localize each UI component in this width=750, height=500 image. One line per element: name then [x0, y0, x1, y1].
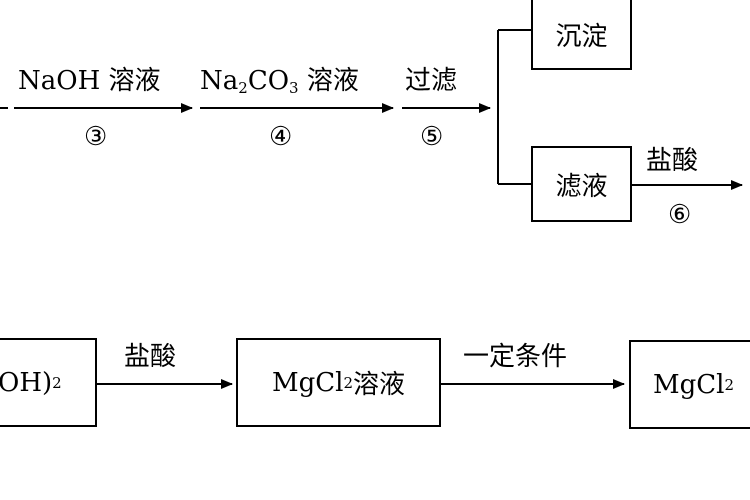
step3-circle: ③ — [84, 122, 108, 152]
step5-label: 过滤 — [405, 66, 458, 96]
step5-circle: ⑤ — [420, 122, 444, 152]
step6-reagent: 盐酸 — [646, 146, 699, 176]
step3-reagent: NaOH 溶液 — [18, 66, 161, 96]
step4-circle: ④ — [269, 122, 293, 152]
filtrate-box: 滤液 — [531, 146, 632, 222]
step4-reagent: Na2CO3 溶液 — [200, 66, 359, 97]
bottom-arrow1-label: 盐酸 — [124, 342, 177, 372]
bottom-arrow2-label: 一定条件 — [463, 342, 568, 372]
step6-circle: ⑥ — [668, 200, 692, 230]
precipitate-box: 沉淀 — [531, 0, 632, 70]
magnesium-hydroxide-box: OH)2 — [0, 338, 97, 427]
